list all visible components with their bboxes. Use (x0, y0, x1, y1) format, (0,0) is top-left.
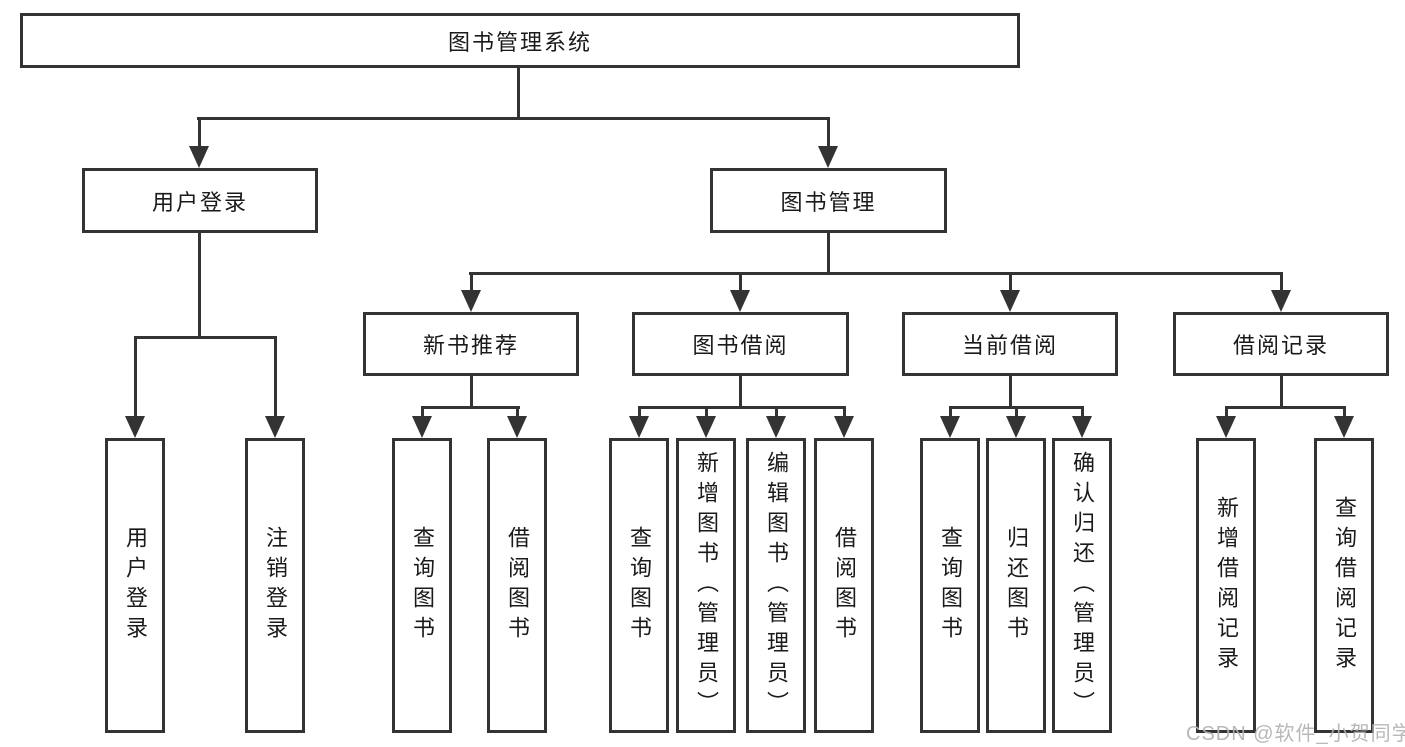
edge-to-leaf-borrow-book-1 (516, 408, 519, 418)
leaf-edit-book-admin: 编辑图书（管理员） (746, 438, 806, 733)
edge-to-current-borrow (1009, 274, 1012, 290)
leaf-label: 查询图书 (627, 525, 652, 646)
arrowhead-book-management (818, 146, 838, 168)
edge-to-book-borrow (739, 274, 742, 290)
edge-user-login-rail (134, 336, 277, 339)
arrowhead-current-borrow (1000, 290, 1020, 312)
arrowhead-leaf-return-book (1006, 416, 1026, 438)
edge-root-rail (197, 117, 830, 120)
leaf-label: 借阅图书 (832, 525, 857, 646)
leaf-label: 归还图书 (1004, 525, 1029, 646)
edge-to-leaf-login (134, 338, 137, 416)
leaf-logout: 注销登录 (245, 438, 305, 733)
edge-to-user-login (198, 119, 201, 148)
leaf-label: 查询图书 (410, 525, 435, 646)
leaf-label: 查询图书 (938, 525, 963, 646)
arrowhead-user-login (189, 146, 209, 168)
arrowhead-leaf-query-record (1334, 416, 1354, 438)
leaf-borrow-book: 借阅图书 (814, 438, 874, 733)
leaf-confirm-return-admin: 确认归还（管理员） (1052, 438, 1112, 733)
edge-to-leaf-query-book-2 (638, 408, 641, 418)
arrowhead-leaf-confirm-return (1072, 416, 1092, 438)
arrowhead-leaf-add-book (696, 416, 716, 438)
edge-borrow-record-stem (1280, 376, 1283, 408)
leaf-query-borrow-record: 查询借阅记录 (1314, 438, 1374, 733)
node-book-borrow: 图书借阅 (632, 312, 849, 376)
arrowhead-leaf-login (125, 416, 145, 438)
node-label: 用户登录 (151, 189, 248, 215)
edge-new-book-stem (470, 376, 473, 408)
edge-to-leaf-query-book-1 (421, 408, 424, 418)
leaf-label: 新增图书（管理员） (694, 450, 719, 721)
arrowhead-leaf-add-record (1216, 416, 1236, 438)
arrowhead-book-borrow (730, 290, 750, 312)
arrowhead-new-book-recommend (461, 290, 481, 312)
edge-to-leaf-return-book (1015, 408, 1018, 418)
node-library-management-system: 图书管理系统 (20, 13, 1020, 68)
arrowhead-leaf-query-book-3 (940, 416, 960, 438)
leaf-return-book: 归还图书 (986, 438, 1046, 733)
leaf-label: 确认归还（管理员） (1070, 450, 1095, 721)
node-user-login: 用户登录 (82, 168, 318, 233)
edge-to-leaf-logout (274, 338, 277, 416)
edge-to-new-book-recommend (470, 274, 473, 290)
edge-book-borrow-rail (638, 406, 846, 409)
arrowhead-leaf-query-book-2 (629, 416, 649, 438)
arrowhead-leaf-logout (265, 416, 285, 438)
edge-current-borrow-rail (949, 406, 1084, 409)
leaf-user-login: 用户登录 (105, 438, 165, 733)
node-new-book-recommend: 新书推荐 (363, 312, 579, 376)
edge-to-book-management (827, 119, 830, 148)
leaf-label: 新增借阅记录 (1214, 495, 1239, 676)
leaf-label: 用户登录 (123, 525, 148, 646)
edge-new-book-rail (421, 406, 520, 409)
leaf-query-book-recommend: 查询图书 (392, 438, 452, 733)
leaf-borrow-book-recommend: 借阅图书 (487, 438, 547, 733)
edge-to-borrow-record (1280, 274, 1283, 290)
edge-book-borrow-stem (739, 376, 742, 408)
edge-root-stem (517, 68, 520, 119)
leaf-label: 借阅图书 (505, 525, 530, 646)
arrowhead-leaf-borrow-book-2 (834, 416, 854, 438)
node-label: 图书管理 (780, 189, 877, 215)
edge-borrow-record-rail (1225, 406, 1346, 409)
node-label: 新书推荐 (422, 333, 519, 358)
arrowhead-borrow-record (1271, 290, 1291, 312)
edge-to-leaf-edit-book (775, 408, 778, 418)
leaf-query-book-current: 查询图书 (920, 438, 980, 733)
node-current-borrow: 当前借阅 (902, 312, 1118, 376)
arrowhead-leaf-borrow-book-1 (507, 416, 527, 438)
edge-to-leaf-borrow-book-2 (843, 408, 846, 418)
edge-to-leaf-add-book (705, 408, 708, 418)
node-label: 当前借阅 (961, 333, 1058, 358)
node-label: 图书管理系统 (447, 29, 592, 55)
leaf-add-book-admin: 新增图书（管理员） (676, 438, 736, 733)
node-borrow-record: 借阅记录 (1173, 312, 1389, 376)
edge-to-leaf-add-record (1225, 408, 1228, 418)
edge-user-login-stem (198, 233, 201, 338)
leaf-label: 编辑图书（管理员） (764, 450, 789, 721)
node-book-management: 图书管理 (710, 168, 947, 233)
edge-to-leaf-confirm-return (1081, 408, 1084, 418)
edge-to-leaf-query-book-3 (949, 408, 952, 418)
node-label: 图书借阅 (692, 333, 789, 358)
arrowhead-leaf-edit-book (766, 416, 786, 438)
leaf-label: 查询借阅记录 (1332, 495, 1357, 676)
edge-to-leaf-query-record (1343, 408, 1346, 418)
edge-book-mgmt-rail (469, 272, 1283, 275)
arrowhead-leaf-query-book-1 (412, 416, 432, 438)
node-label: 借阅记录 (1232, 333, 1329, 358)
leaf-label: 注销登录 (263, 525, 288, 646)
edge-current-borrow-stem (1009, 376, 1012, 408)
leaf-query-book-borrow: 查询图书 (609, 438, 669, 733)
edge-book-mgmt-stem (827, 233, 830, 274)
csdn-watermark: CSDN @软件_小贺同学 (1186, 723, 1405, 745)
leaf-add-borrow-record: 新增借阅记录 (1196, 438, 1256, 733)
